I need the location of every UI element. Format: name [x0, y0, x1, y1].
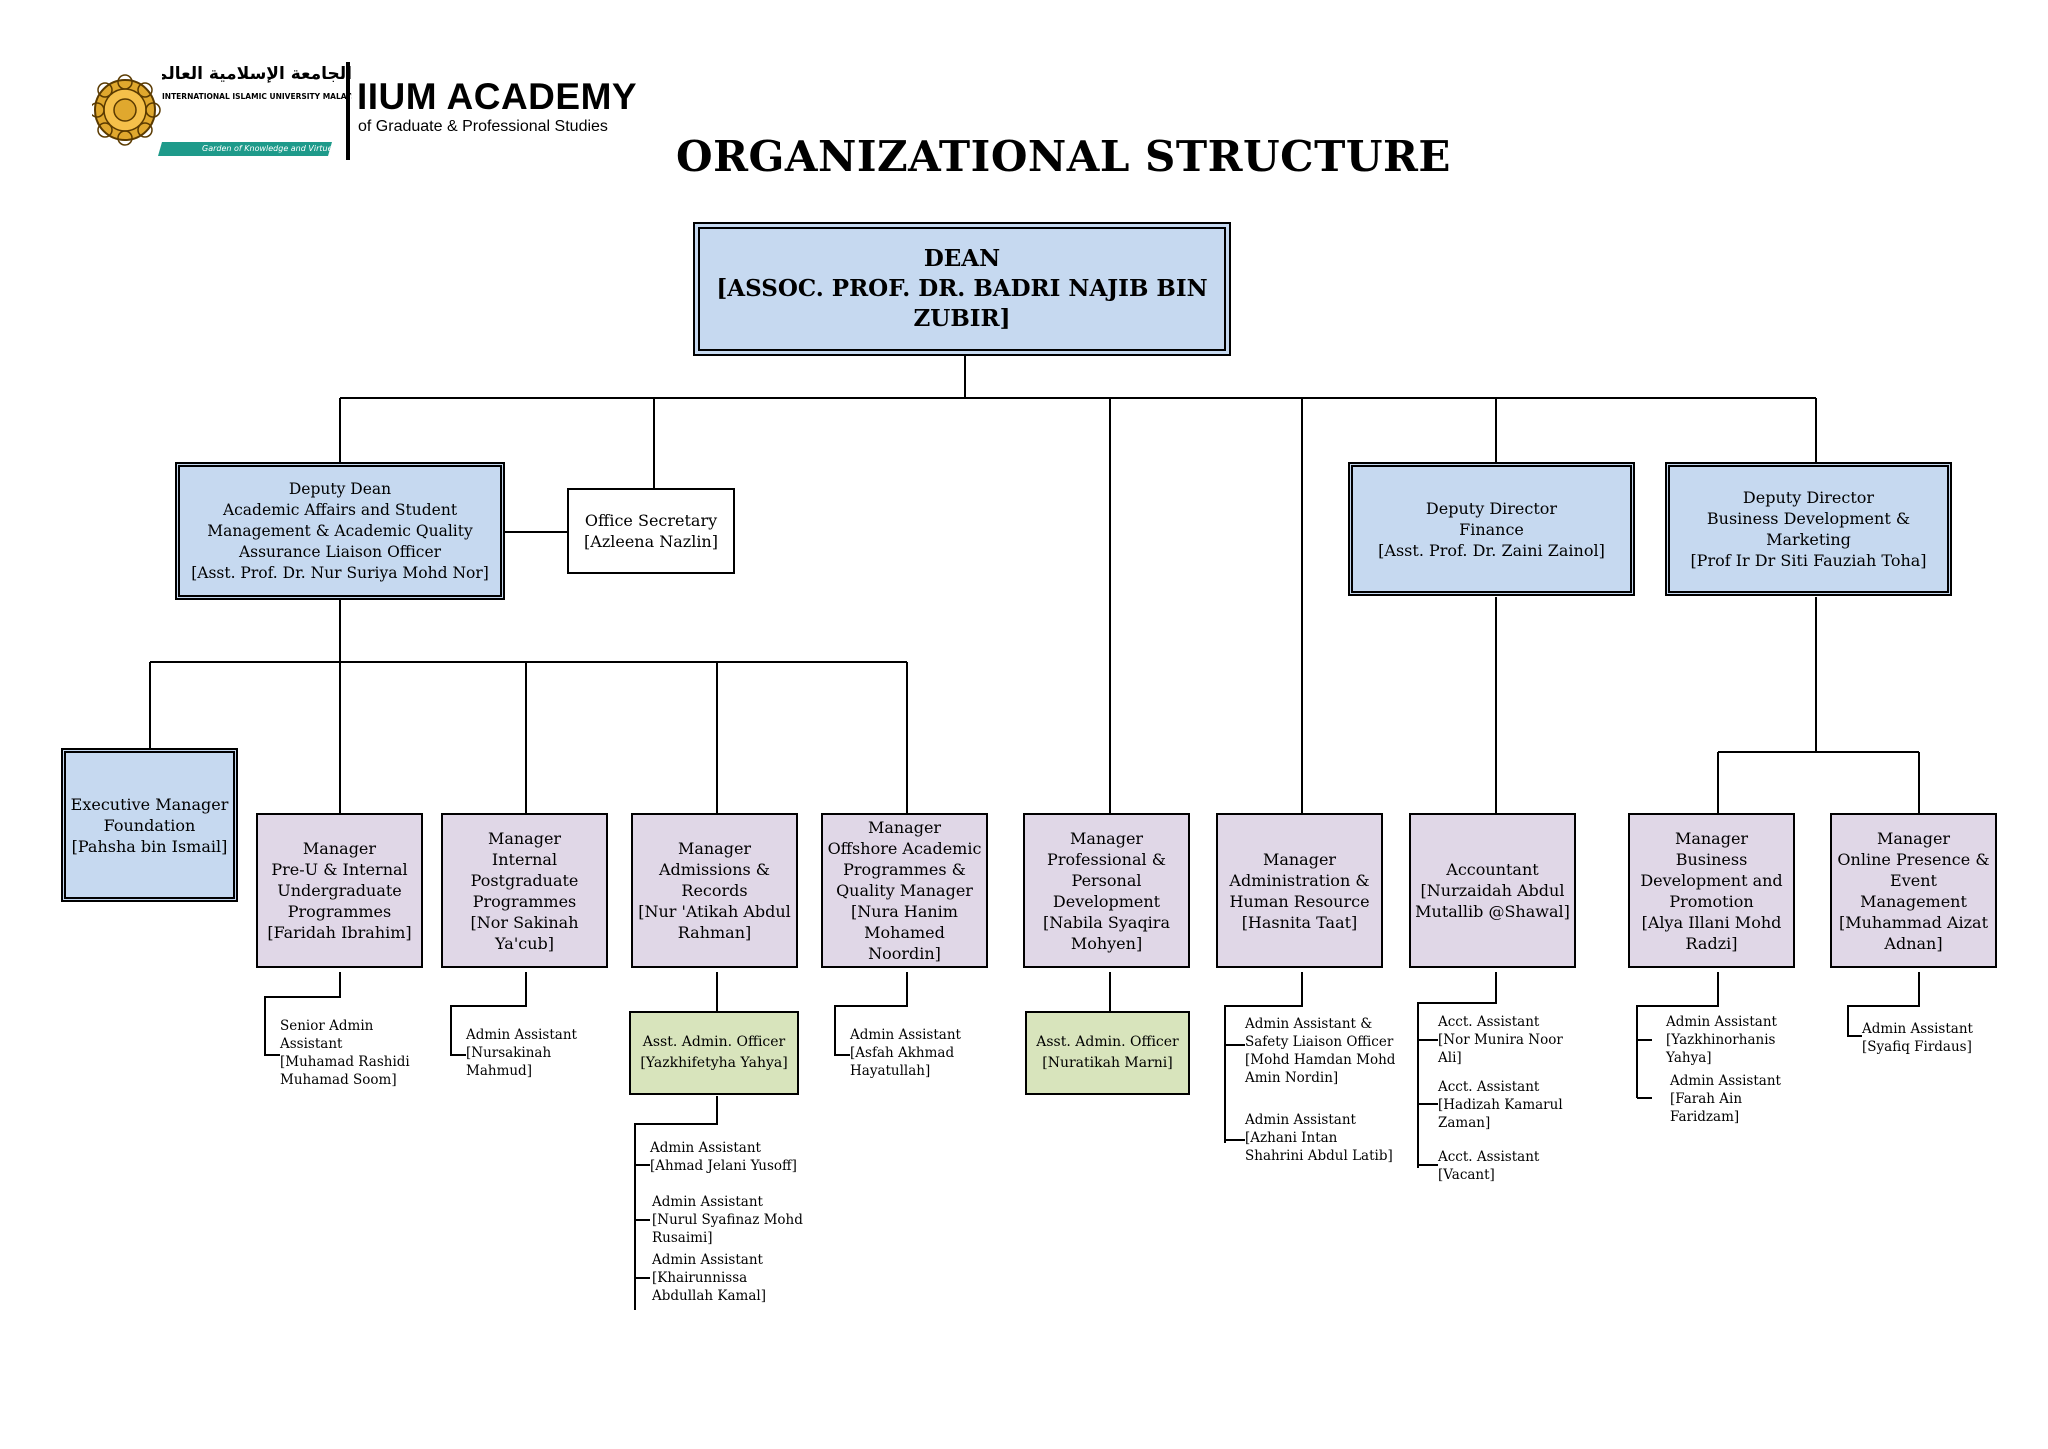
staff-admissions-assistant-1: Admin Assistant [Ahmad Jelani Yusoff]: [650, 1140, 797, 1174]
staff-acct-assistant-2: Acct. Assistant [Hadizah Kamarul Zaman]: [1438, 1079, 1563, 1131]
staff-bdp-assistant-1: Admin Assistant [Yazkhinorhanis Yahya]: [1666, 1014, 1777, 1066]
manager-online-presence-box: Manager Online Presence & Event Manageme…: [1830, 813, 1997, 968]
logo-tagline: Garden of Knowledge and Virtue: [202, 144, 333, 153]
logo-arabic: الجامعة الإسلامية العالمية ماليزيا: [162, 64, 352, 84]
manager-offshore-box: Manager Offshore Academic Programmes & Q…: [821, 813, 988, 968]
staff-hr-assistant-1: Admin Assistant & Safety Liaison Officer…: [1245, 1016, 1396, 1086]
staff-acct-assistant-1: Acct. Assistant [Nor Munira Noor Ali]: [1438, 1014, 1563, 1066]
staff-bdp-assistant-2: Admin Assistant [Farah Ain Faridzam]: [1670, 1073, 1781, 1125]
staff-acct-assistant-3: Acct. Assistant [Vacant]: [1438, 1149, 1540, 1183]
manager-internal-postgraduate-box: Manager Internal Postgraduate Programmes…: [441, 813, 608, 968]
dean-box: DEAN [ASSOC. PROF. DR. BADRI NAJIB BIN Z…: [693, 222, 1231, 356]
executive-manager-foundation-box: Executive Manager Foundation [Pahsha bin…: [61, 748, 238, 902]
staff-preu-senior-assistant: Senior Admin Assistant [Muhamad Rashidi …: [280, 1018, 410, 1088]
manager-admissions-box: Manager Admissions & Records [Nur 'Atika…: [631, 813, 798, 968]
asst-admin-officer-professional-box: Asst. Admin. Officer [Nuratikah Marni]: [1025, 1011, 1190, 1095]
accountant-box: Accountant [Nurzaidah Abdul Mutallib @Sh…: [1409, 813, 1576, 968]
asst-admin-officer-admissions-box: Asst. Admin. Officer [Yazkhifetyha Yahya…: [629, 1011, 799, 1095]
manager-preu-box: Manager Pre-U & Internal Undergraduate P…: [256, 813, 423, 968]
deputy-director-finance-box: Deputy Director Finance [Asst. Prof. Dr.…: [1348, 462, 1635, 596]
deputy-director-bdm-box: Deputy Director Business Development & M…: [1665, 462, 1952, 596]
manager-business-development-box: Manager Business Development and Promoti…: [1628, 813, 1795, 968]
deputy-dean-box: Deputy Dean Academic Affairs and Student…: [175, 462, 505, 600]
manager-admin-hr-box: Manager Administration & Human Resource …: [1216, 813, 1383, 968]
iium-emblem-icon: [89, 62, 350, 160]
logo-university-name: INTERNATIONAL ISLAMIC UNIVERSITY MALAYSI…: [162, 92, 352, 101]
staff-online-assistant: Admin Assistant [Syafiq Firdaus]: [1862, 1021, 1973, 1055]
iium-logo: الجامعة الإسلامية العالمية ماليزيا INTER…: [89, 58, 637, 166]
staff-admissions-assistant-3: Admin Assistant [Khairunnissa Abdullah K…: [652, 1252, 766, 1304]
academy-name: IIUM ACADEMY: [357, 76, 638, 117]
office-secretary-box: Office Secretary [Azleena Nazlin]: [567, 488, 735, 574]
manager-professional-box: Manager Professional & Personal Developm…: [1023, 813, 1190, 968]
page-title: ORGANIZATIONAL STRUCTURE: [676, 132, 1451, 181]
staff-offshore-assistant: Admin Assistant [Asfah Akhmad Hayatullah…: [850, 1027, 961, 1079]
staff-hr-assistant-2: Admin Assistant [Azhani Intan Shahrini A…: [1245, 1112, 1393, 1164]
academy-subtitle: of Graduate & Professional Studies: [358, 118, 608, 135]
staff-ipg-assistant: Admin Assistant [Nursakinah Mahmud]: [466, 1027, 577, 1079]
staff-admissions-assistant-2: Admin Assistant [Nurul Syafinaz Mohd Rus…: [652, 1194, 803, 1246]
